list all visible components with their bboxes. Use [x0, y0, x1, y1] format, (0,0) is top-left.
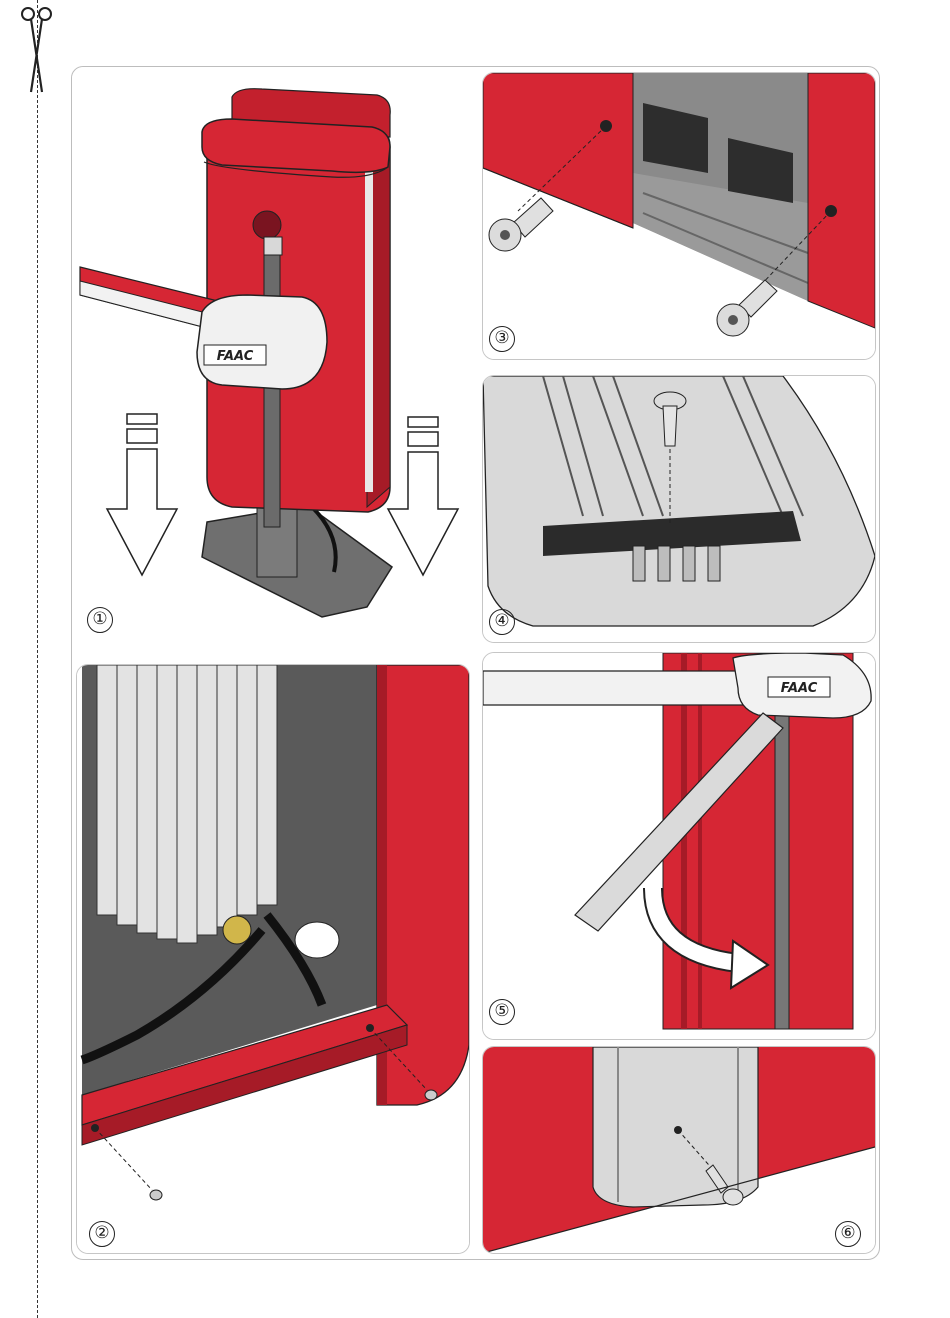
cabinet-side-screws-illustration [483, 73, 875, 359]
step-4-panel: ④ [482, 375, 876, 643]
step-5-panel: FAAC ⑤ [482, 652, 876, 1040]
step-2-panel: ② [76, 664, 470, 1254]
faac-logo: FAAC [204, 345, 266, 365]
step-1-panel: FAAC ① [72, 67, 467, 649]
step-number: ⑥ [835, 1221, 861, 1247]
profile-screw-illustration [483, 376, 875, 642]
step-number: ③ [489, 326, 515, 352]
barrier-overview-illustration: FAAC [72, 67, 467, 649]
down-arrow-icon [388, 417, 458, 575]
screw-icon [425, 1090, 437, 1100]
cover-final-screw-illustration [483, 1047, 875, 1253]
cut-line [37, 0, 38, 1318]
step-number: ① [87, 607, 113, 633]
step-3-panel: ③ [482, 72, 876, 360]
cover-removal-illustration: FAAC [483, 653, 875, 1039]
svg-text:FAAC: FAAC [217, 349, 254, 364]
down-arrow-icon [107, 414, 177, 575]
screw-icon [150, 1190, 162, 1200]
svg-text:FAAC: FAAC [781, 681, 818, 696]
scissors-icon [18, 4, 56, 94]
step-number: ⑤ [489, 999, 515, 1025]
step-number: ② [89, 1221, 115, 1247]
step-number: ④ [489, 609, 515, 635]
cabinet-interior-illustration [77, 665, 469, 1253]
faac-logo: FAAC [768, 677, 830, 697]
step-6-panel: ⑥ [482, 1046, 876, 1254]
